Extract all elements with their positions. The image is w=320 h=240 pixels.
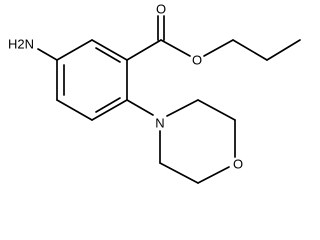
morpholine-oxygen-label: O <box>233 157 243 172</box>
ring-bond-c3-c4 <box>91 99 128 121</box>
carbonyl-oxygen-label: O <box>156 2 166 17</box>
bond-carbonyl-ester-oxygen <box>160 39 191 57</box>
molecule-structure: H2N O O N O <box>8 2 301 184</box>
bond-propyl-c1-c2 <box>232 39 268 61</box>
ring-bond-c6-c1 <box>56 39 93 61</box>
morpholine-nitrogen-label: N <box>155 116 164 131</box>
ring-double-bond-c3-c4 <box>95 97 121 113</box>
ring-bond-c1-c2 <box>91 39 128 61</box>
morpholine-bond-o-c3 <box>197 166 230 184</box>
benzene-ring <box>56 39 128 121</box>
ring-double-bond-c1-c2 <box>95 47 121 63</box>
morpholine-ring <box>159 99 236 184</box>
bond-ring-carbonyl-carbon <box>126 39 162 61</box>
bond-propyl-c2-c3 <box>266 39 301 61</box>
morpholine-bond-n-c1 <box>166 99 199 117</box>
bond-ring-morpholine-nitrogen <box>126 99 154 116</box>
bond-ester-oxygen-propyl <box>203 39 234 57</box>
morpholine-bond-c3-c4 <box>159 162 199 184</box>
amine-label: H2N <box>8 37 34 52</box>
bond-ring-amine <box>37 48 58 61</box>
morpholine-bond-c1-c2 <box>197 99 236 121</box>
ring-bond-c4-c5 <box>56 99 93 121</box>
ester-oxygen-label: O <box>192 53 202 68</box>
